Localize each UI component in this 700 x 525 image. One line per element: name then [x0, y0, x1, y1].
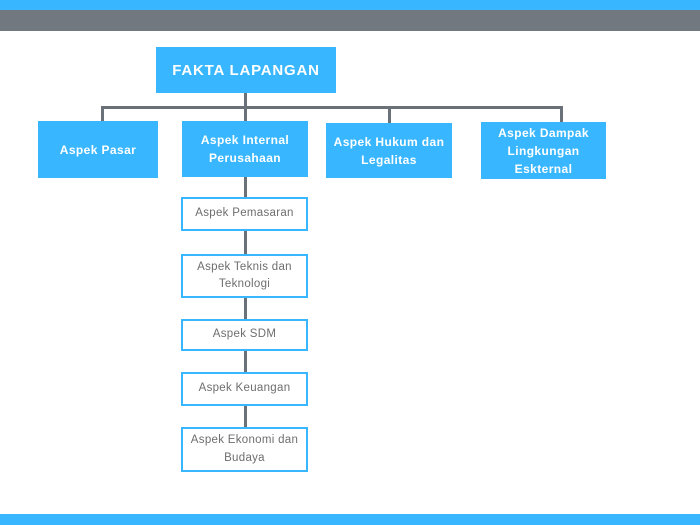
connector-root-vertical	[244, 93, 247, 107]
top-accent-bar	[0, 0, 700, 10]
connector-chain-ekonomi	[244, 406, 247, 427]
node-aspek-teknis-dan-teknologi: Aspek Teknis dan Teknologi	[181, 254, 308, 298]
connector-main-horizontal	[101, 106, 563, 109]
connector-stub-aspek-internal	[244, 106, 247, 121]
node-aspek-hukum-dan-legalitas: Aspek Hukum dan Legalitas	[326, 123, 452, 178]
top-gray-bar	[0, 10, 700, 31]
bottom-accent-bar	[0, 514, 700, 525]
connector-chain-sdm	[244, 298, 247, 319]
node-aspek-dampak-lingkungan-eskternal: Aspek Dampak Lingkungan Eskternal	[481, 122, 606, 179]
node-aspek-keuangan: Aspek Keuangan	[181, 372, 308, 406]
node-aspek-ekonomi-dan-budaya: Aspek Ekonomi dan Budaya	[181, 427, 308, 472]
connector-chain-teknis	[244, 231, 247, 254]
connector-chain-pemasaran	[244, 177, 247, 197]
node-aspek-pemasaran: Aspek Pemasaran	[181, 197, 308, 231]
connector-stub-aspek-hukum	[388, 106, 391, 123]
connector-stub-aspek-pasar	[101, 106, 104, 121]
connector-stub-aspek-dampak	[560, 106, 563, 122]
node-aspek-pasar: Aspek Pasar	[38, 121, 158, 178]
node-aspek-internal-perusahaan: Aspek Internal Perusahaan	[182, 121, 308, 177]
connector-chain-keuangan	[244, 351, 247, 372]
node-aspek-sdm: Aspek SDM	[181, 319, 308, 351]
node-fakta-lapangan: FAKTA LAPANGAN	[156, 47, 336, 93]
